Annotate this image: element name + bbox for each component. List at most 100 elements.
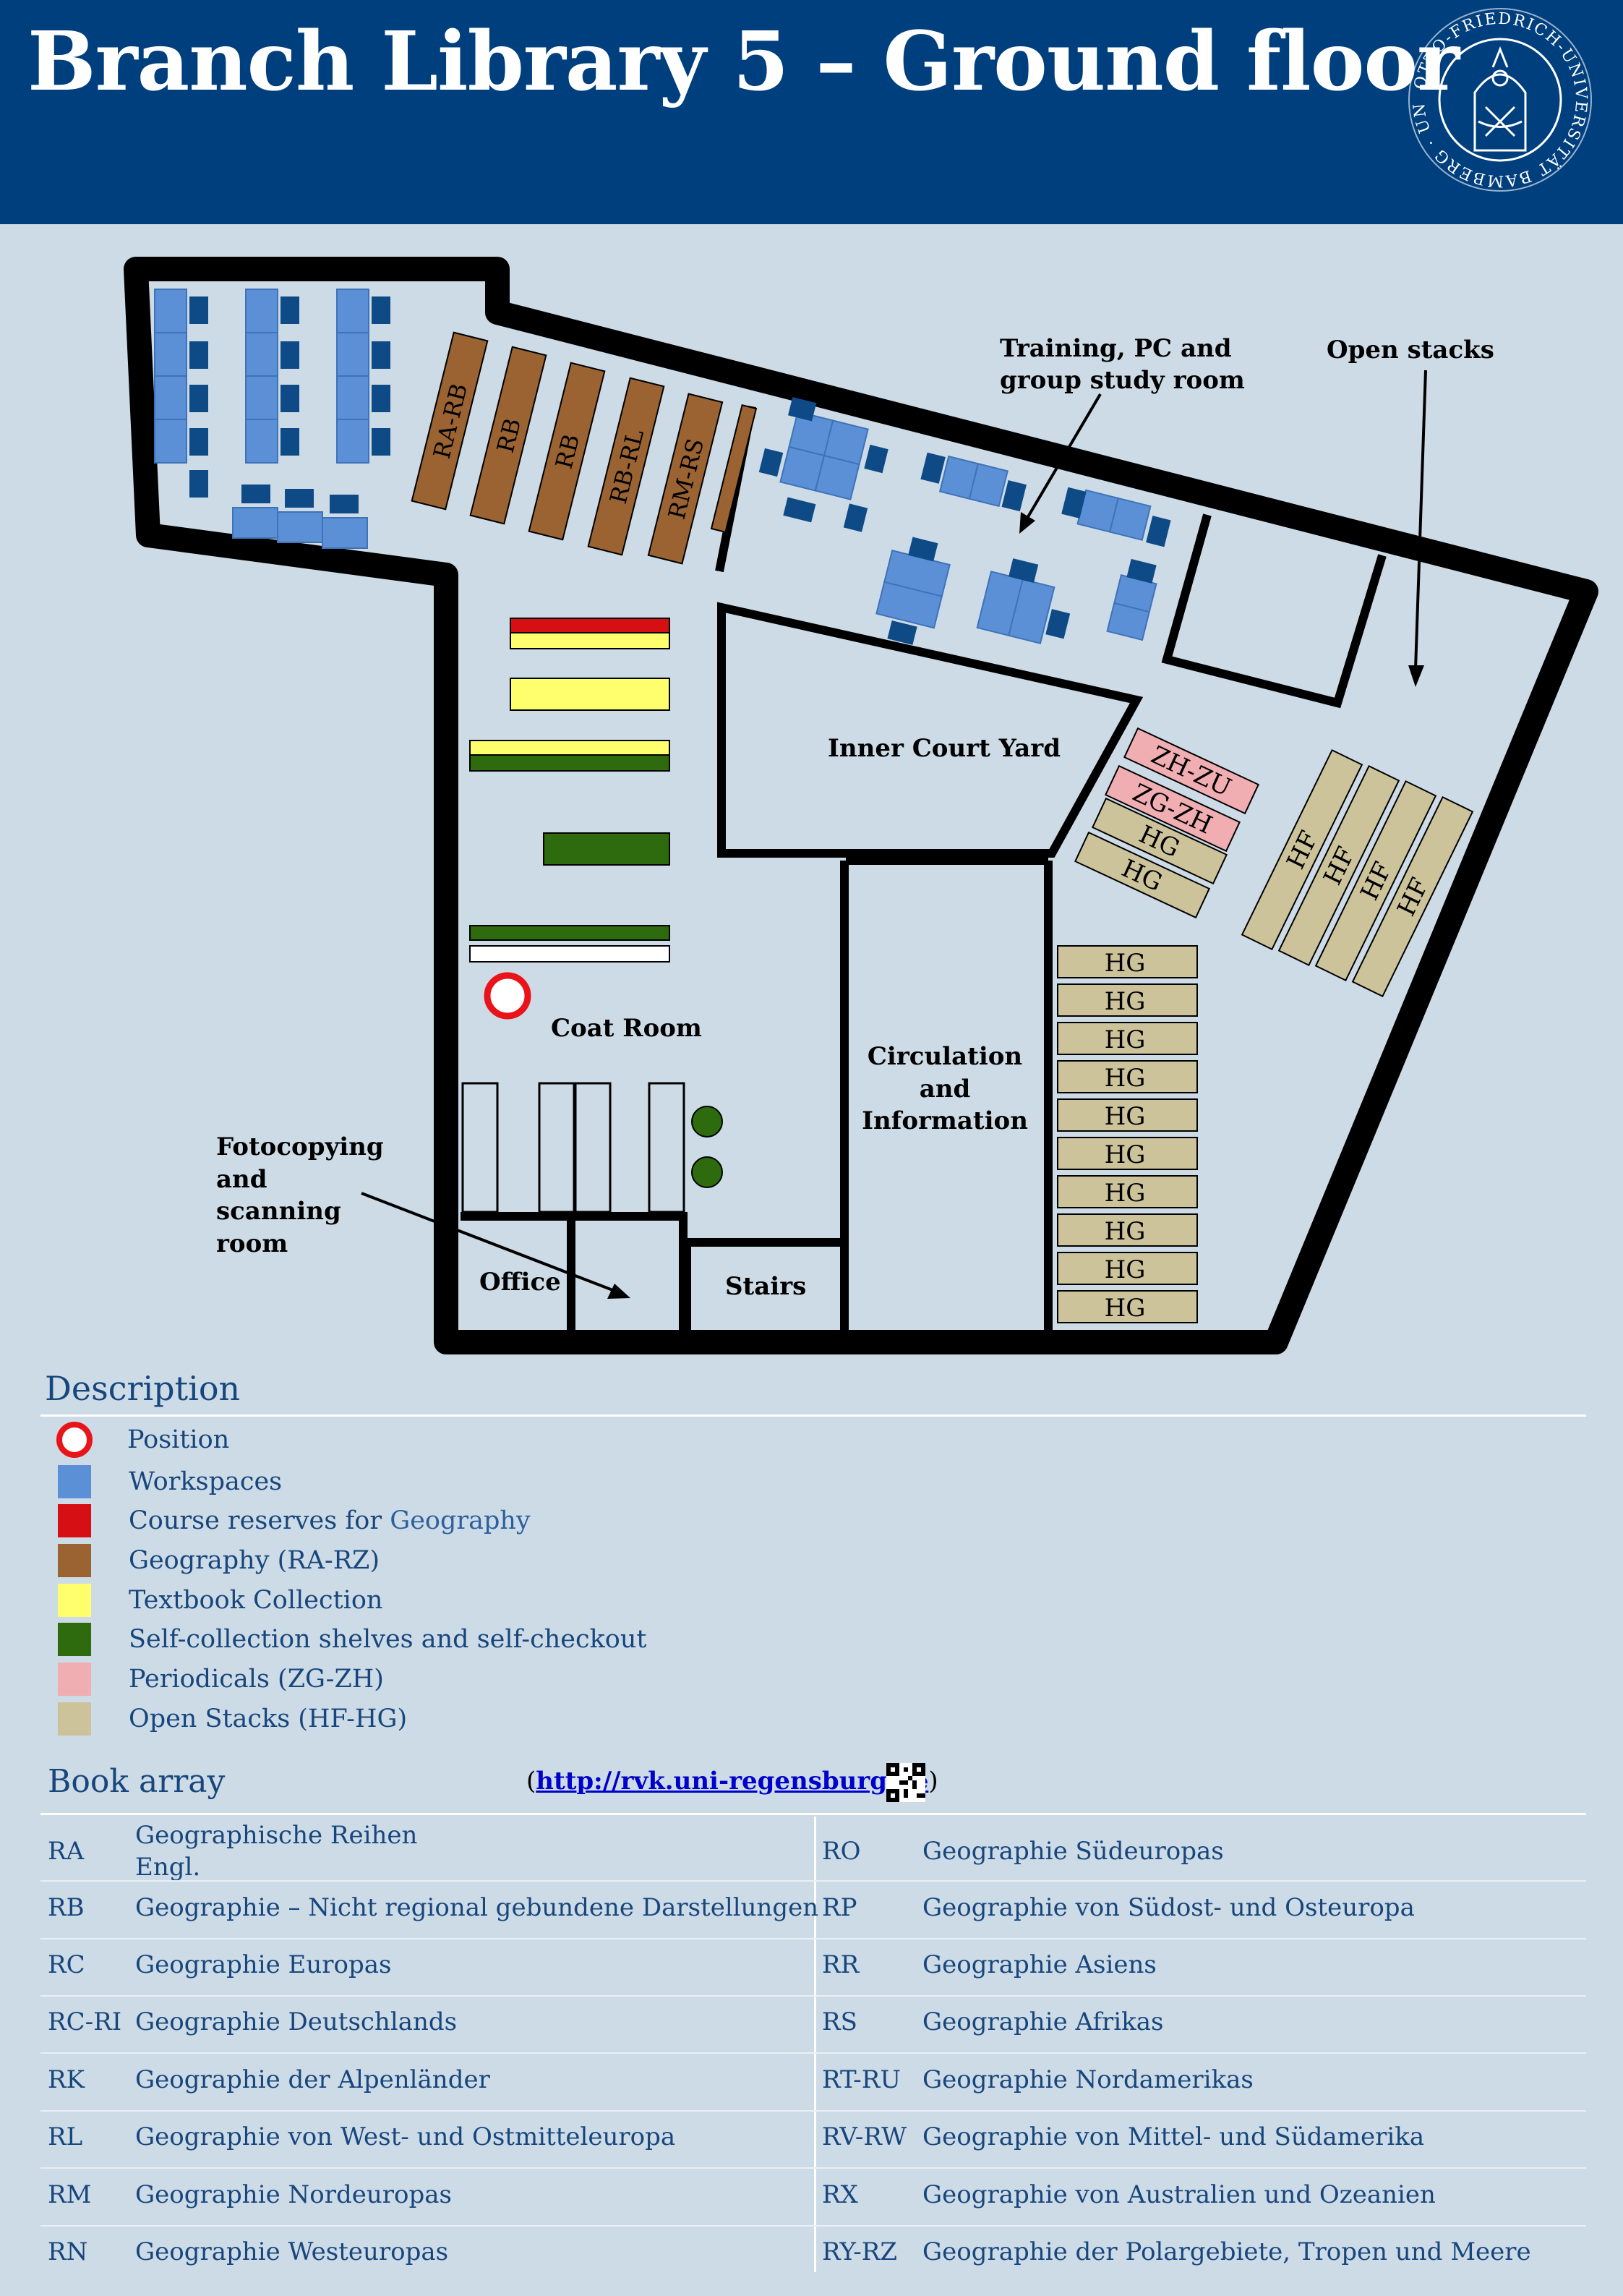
room-label-circulation-1: Circulation: [868, 1042, 1022, 1071]
desc-cell: Geographie Nordamerikas: [922, 2065, 1254, 2094]
header-bar: Branch Library 5 – Ground floor OTTO-FRI…: [0, 0, 1623, 224]
desc-cell: Geographische Reihen: [135, 1821, 418, 1850]
code-cell: RO: [822, 1837, 861, 1866]
rvk-link-wrapper: (http://rvk.uni-regensburg.de): [526, 1767, 938, 1796]
desc-cell: Geographie Nordeuropas: [135, 2180, 452, 2209]
hg-stack: HG HG HG HG HG HG HG HG HG HG: [1057, 945, 1198, 1323]
coat-room-shelves: [469, 618, 670, 963]
shelf-label: HG: [1105, 987, 1146, 1016]
row-divider: [40, 2052, 1586, 2054]
training-workspaces: [779, 411, 1157, 644]
shelf-label: HG: [1105, 1102, 1146, 1131]
room-label-fotocopy-3: scanning: [216, 1197, 341, 1226]
room-label-coat-room: Coat Room: [551, 1014, 702, 1043]
desc-cell: Geographie der Alpenländer: [135, 2065, 490, 2094]
legend-item-self-collection: Self-collection shelves and self-checkou…: [58, 1621, 646, 1658]
desc-cell: Geographie von Australien und Ozeanien: [922, 2180, 1436, 2209]
book-array-divider: [40, 1813, 1586, 1815]
code-cell: RM: [48, 2180, 92, 2209]
shelf-label: HG: [1105, 1294, 1146, 1323]
chairs-left: [189, 296, 390, 513]
desc-cell: Geographie Deutschlands: [135, 2007, 458, 2036]
room-label-office: Office: [479, 1268, 561, 1297]
room-label-fotocopy-1: Fotocopying: [216, 1132, 384, 1161]
desc-cell: Geographie von Mittel- und Südamerika: [922, 2122, 1425, 2151]
code-cell: RY-RZ: [822, 2237, 897, 2266]
university-seal-logo: OTTO-FRIEDRICH-UNIVERSITÄT BAMBERG · UNI…: [1406, 6, 1592, 192]
table-row: RL Geographie von West- und Ostmitteleuro…: [40, 2122, 1586, 2173]
workspaces-left: [154, 289, 369, 464]
hf-shelves: HF HF HF HF: [1241, 748, 1474, 998]
legend-item-workspaces: Workspaces: [58, 1463, 282, 1501]
outer-wall: [124, 257, 1598, 1354]
row-divider: [40, 1938, 1586, 1939]
desc-cell: Geographie von West- und Ostmitteleuropa: [135, 2122, 676, 2151]
rvk-link[interactable]: http://rvk.uni-regensburg.de: [536, 1767, 929, 1796]
room-label-training-1: Training, PC and: [1000, 334, 1231, 363]
legend-item-geography: Geography (RA-RZ): [58, 1542, 380, 1579]
code-cell: RT-RU: [822, 2065, 902, 2094]
code-cell: RL: [48, 2122, 83, 2151]
open-stacks-swatch: [58, 1702, 91, 1736]
desc-cell: Geographie – Nicht regional gebundene Da…: [135, 1893, 819, 1922]
room-label-stairs: Stairs: [725, 1272, 806, 1301]
shelf-label: HG: [1105, 949, 1146, 978]
desc-cell: Geographie Europas: [135, 1950, 392, 1979]
code-cell: RN: [48, 2237, 88, 2266]
room-label-circulation-3: Information: [862, 1106, 1028, 1135]
shelf-label: HG: [1105, 1255, 1146, 1284]
row-divider: [40, 2225, 1586, 2227]
page-title: Branch Library 5 – Ground floor: [27, 14, 1460, 109]
room-label-inner-court: Inner Court Yard: [828, 734, 1061, 763]
room-label-fotocopy-2: and: [216, 1165, 267, 1194]
self-collection-swatch: [58, 1623, 91, 1656]
workspaces-bottom-row: [232, 507, 368, 549]
desc-cell: Geographie der Polargebiete, Tropen und …: [922, 2237, 1531, 2266]
shelf-label: HG: [1105, 1064, 1146, 1093]
room-label-circulation-2: and: [920, 1075, 971, 1104]
book-array-title: Book array: [48, 1763, 226, 1800]
qr-code-icon[interactable]: [886, 1763, 925, 1802]
coat-racks: [461, 1082, 685, 1213]
code-cell: RP: [822, 1893, 857, 1922]
position-icon: [56, 1422, 93, 1458]
code-cell: RX: [822, 2180, 858, 2209]
desc-cell: Geographie Afrikas: [922, 2007, 1164, 2036]
pointer-arrows: [361, 370, 1427, 1299]
row-divider: [40, 1880, 1586, 1882]
table-row: RB Geographie – Nicht regional gebundene …: [40, 1893, 1586, 1944]
self-checkout: [691, 1106, 723, 1188]
workspace-swatch: [58, 1465, 91, 1498]
desc-cell: Geographie Asiens: [922, 1950, 1157, 1979]
periodicals-swatch: [58, 1663, 91, 1696]
row-divider: [40, 2110, 1586, 2112]
code-cell: RC: [48, 1950, 85, 1979]
code-cell: RC-RI: [48, 2007, 122, 2036]
geography-swatch: [58, 1544, 91, 1577]
book-array-column-divider: [814, 1817, 816, 2272]
code-cell: RB: [48, 1893, 85, 1922]
row-divider: [40, 1995, 1586, 1997]
legend-item-textbook: Textbook Collection: [58, 1582, 382, 1619]
training-chairs: [758, 397, 1171, 645]
legend-divider: [40, 1414, 1586, 1417]
legend-title: Description: [45, 1369, 241, 1408]
interior-walls: [461, 405, 1387, 1333]
legend-item-open-stacks: Open Stacks (HF-HG): [58, 1700, 407, 1738]
legend-item-periodicals: Periodicals (ZG-ZH): [58, 1660, 384, 1698]
desc-cell: Geographie Südeuropas: [922, 1837, 1224, 1866]
row-divider: [40, 2167, 1586, 2169]
shelf-label: HG: [1105, 1179, 1146, 1208]
floor-plan: RA-RB RB RB RB-RL RM-RS: [124, 257, 1598, 1354]
room-label-open-stacks: Open stacks: [1327, 336, 1494, 364]
room-label-fotocopy-4: room: [216, 1229, 288, 1258]
shelf-label: HG: [1105, 1217, 1146, 1246]
desc-cell-2: Engl.: [135, 1853, 201, 1882]
room-label-training-2: group study room: [1000, 366, 1245, 395]
code-cell: RA: [48, 1837, 85, 1866]
